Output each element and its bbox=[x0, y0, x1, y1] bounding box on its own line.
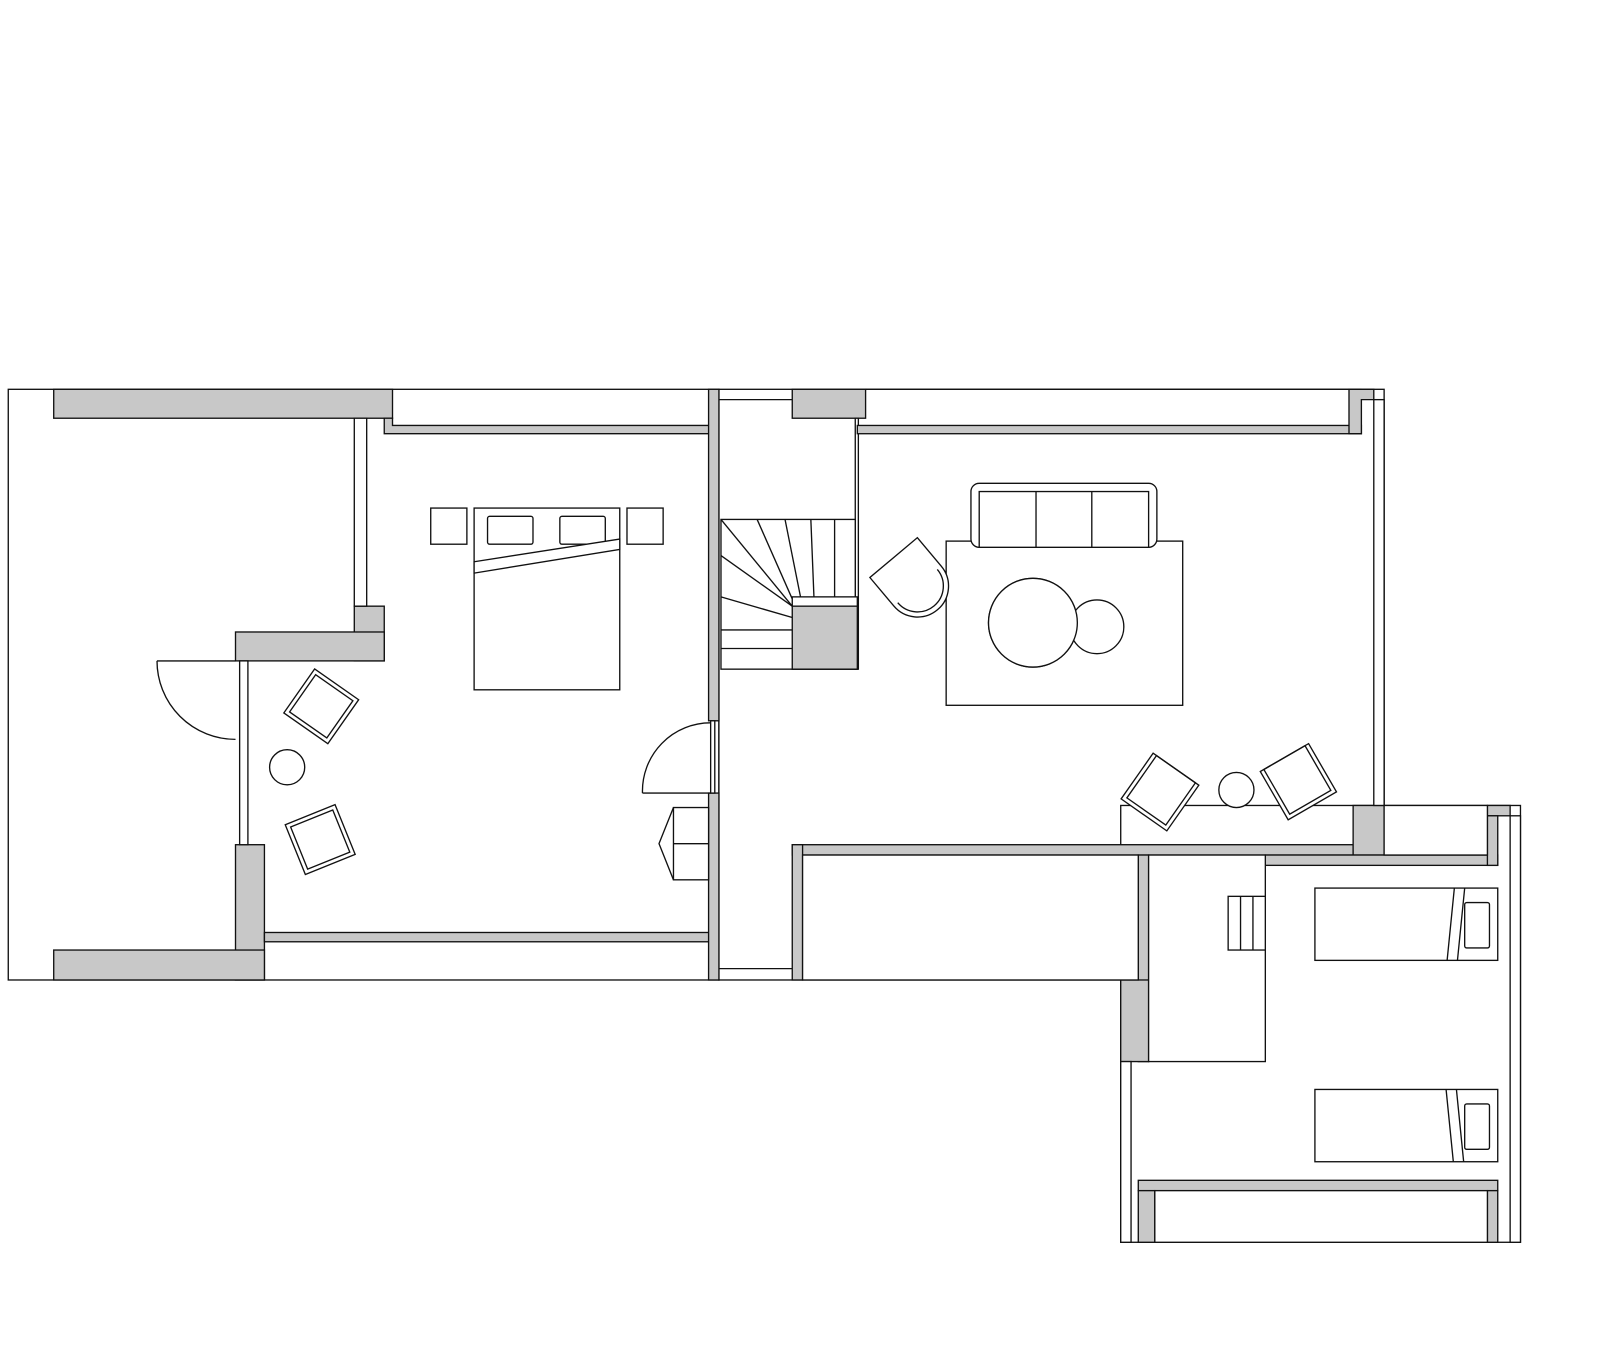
single-bed-1 bbox=[1314, 887, 1499, 962]
closet bbox=[1147, 854, 1267, 1063]
window-living-right bbox=[1373, 398, 1385, 807]
single-bed-2 bbox=[1314, 1088, 1499, 1163]
master-bedroom bbox=[268, 507, 710, 881]
wall-central-upper bbox=[707, 388, 720, 722]
nightstand-right bbox=[626, 507, 664, 545]
wall-wing-bottom bbox=[1137, 1179, 1499, 1192]
kids-wing bbox=[801, 854, 1499, 1243]
windows bbox=[238, 398, 1522, 1243]
wall-living-corner bbox=[1352, 804, 1385, 856]
coffee-table-large-top bbox=[987, 577, 1079, 668]
pillow-left bbox=[486, 515, 534, 545]
storage-room bbox=[801, 854, 1139, 981]
armchair-bedroom-2 bbox=[284, 803, 357, 876]
wall-bedroom-pier-2 bbox=[234, 631, 385, 662]
wall-wing-bottom-left bbox=[1137, 1189, 1156, 1243]
doors bbox=[156, 660, 716, 794]
living-room bbox=[868, 482, 1338, 832]
wall-wing-right bbox=[1486, 815, 1499, 867]
wall-storage-pier bbox=[1120, 979, 1150, 1063]
wall-central-lower bbox=[707, 792, 720, 981]
sofa bbox=[970, 482, 1158, 548]
wall-stair-top bbox=[791, 388, 867, 419]
pillow-right bbox=[559, 515, 606, 545]
round-armchair bbox=[868, 536, 950, 618]
wall-wing-bottom-right bbox=[1486, 1189, 1499, 1243]
armchair-living-1 bbox=[1120, 752, 1200, 832]
side-table-living bbox=[1218, 771, 1255, 809]
closet-steps bbox=[1227, 895, 1267, 951]
side-table-bedroom bbox=[268, 749, 306, 786]
window-bedroom-door-side bbox=[238, 660, 249, 846]
staircase bbox=[720, 518, 858, 670]
wall-living-bottom-left bbox=[791, 844, 804, 981]
door-bedroom[interactable] bbox=[641, 720, 716, 794]
window-wing-left bbox=[1120, 1060, 1132, 1243]
window-bedroom-left bbox=[353, 417, 368, 607]
wall-top-left bbox=[53, 388, 394, 419]
wing-bottom-window bbox=[1154, 1189, 1489, 1243]
armchair-living-2 bbox=[1259, 742, 1338, 821]
window-wing-right bbox=[1509, 815, 1522, 1243]
wall-bottom-bedroom bbox=[263, 931, 712, 943]
wall-top-right-corner bbox=[1348, 388, 1375, 435]
wall-wing-top bbox=[1264, 854, 1499, 867]
coffee-table-small bbox=[1069, 599, 1125, 655]
window-wing-top bbox=[1383, 804, 1489, 856]
wall-living-bottom bbox=[791, 844, 1354, 856]
wardrobe bbox=[658, 806, 710, 881]
wall-bottom-left bbox=[53, 949, 266, 981]
door-terrace[interactable] bbox=[156, 660, 236, 741]
nightstand-left bbox=[430, 507, 468, 545]
blanket-fold bbox=[473, 538, 621, 574]
armchair-bedroom-1 bbox=[282, 668, 360, 745]
wall-wing-right-top bbox=[1486, 804, 1511, 817]
wall-top-living bbox=[856, 424, 1363, 435]
